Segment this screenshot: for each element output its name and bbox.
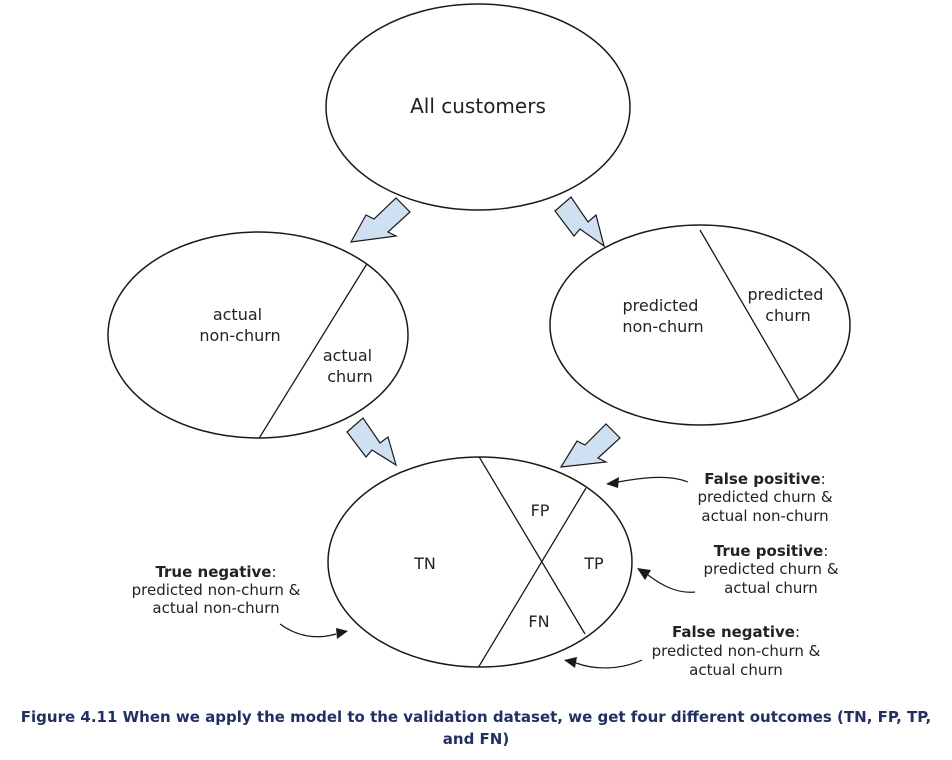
outcome-divider-2 — [477, 487, 587, 667]
true-negative-arrow — [279, 623, 337, 638]
true-negative-line1: predicted non-churn & — [132, 581, 301, 599]
false-positive-line2: actual non-churn — [701, 507, 828, 525]
false-positive-title: False positive: — [704, 470, 825, 488]
outcome-node: TN FP TP FN — [327, 456, 633, 668]
true-negative-annotation: True negative: predicted non-churn & act… — [132, 563, 348, 639]
true-positive-annotation: True positive: predicted churn & actual … — [637, 542, 839, 597]
true-negative-title: True negative: — [155, 563, 276, 581]
true-positive-line1: predicted churn & — [703, 560, 838, 578]
tn-label: TN — [413, 554, 436, 573]
fn-label: FN — [528, 612, 549, 631]
true-positive-title: True positive: — [714, 542, 829, 560]
true-negative-line2: actual non-churn — [152, 599, 279, 617]
figure-caption: Figure 4.11 When we apply the model to t… — [20, 708, 932, 748]
predicted-churn-label: predicted churn — [748, 285, 829, 325]
false-positive-arrow — [617, 476, 689, 483]
false-negative-arrow — [575, 659, 643, 669]
true-positive-arrowhead-icon — [637, 568, 651, 580]
arrow-to-actual-icon — [349, 197, 411, 243]
true-positive-line2: actual churn — [724, 579, 818, 597]
false-positive-annotation: False positive: predicted churn & actual… — [606, 470, 833, 525]
outcome-divider-1 — [477, 457, 586, 635]
confusion-diagram: All customers actual non-churn actual ch… — [107, 3, 851, 679]
arrow-to-predicted-icon — [554, 196, 605, 248]
false-negative-line1: predicted non-churn & — [652, 642, 821, 660]
true-negative-arrowhead-icon — [336, 628, 348, 639]
fp-label: FP — [531, 501, 550, 520]
true-positive-arrow — [647, 574, 696, 593]
all-customers-label: All customers — [410, 94, 546, 118]
arrow-actual-to-outcome-icon — [346, 417, 398, 467]
predicted-divider — [699, 229, 807, 413]
false-negative-arrowhead-icon — [564, 657, 577, 668]
false-positive-line1: predicted churn & — [697, 488, 832, 506]
all-customers-node: All customers — [325, 3, 631, 211]
false-positive-arrowhead-icon — [606, 477, 619, 488]
false-negative-line2: actual churn — [689, 661, 783, 679]
actual-divider — [257, 261, 369, 438]
false-negative-title: False negative: — [672, 623, 800, 641]
predicted-node: predicted non-churn predicted churn — [549, 224, 851, 426]
actual-churn-label: actual churn — [323, 346, 377, 386]
actual-non-churn-label: actual non-churn — [199, 305, 280, 345]
predicted-non-churn-label: predicted non-churn — [622, 296, 703, 336]
arrow-predicted-to-outcome-icon — [559, 423, 621, 468]
actual-node: actual non-churn actual churn — [107, 231, 409, 439]
tp-label: TP — [583, 554, 604, 573]
false-negative-annotation: False negative: predicted non-churn & ac… — [564, 623, 821, 679]
